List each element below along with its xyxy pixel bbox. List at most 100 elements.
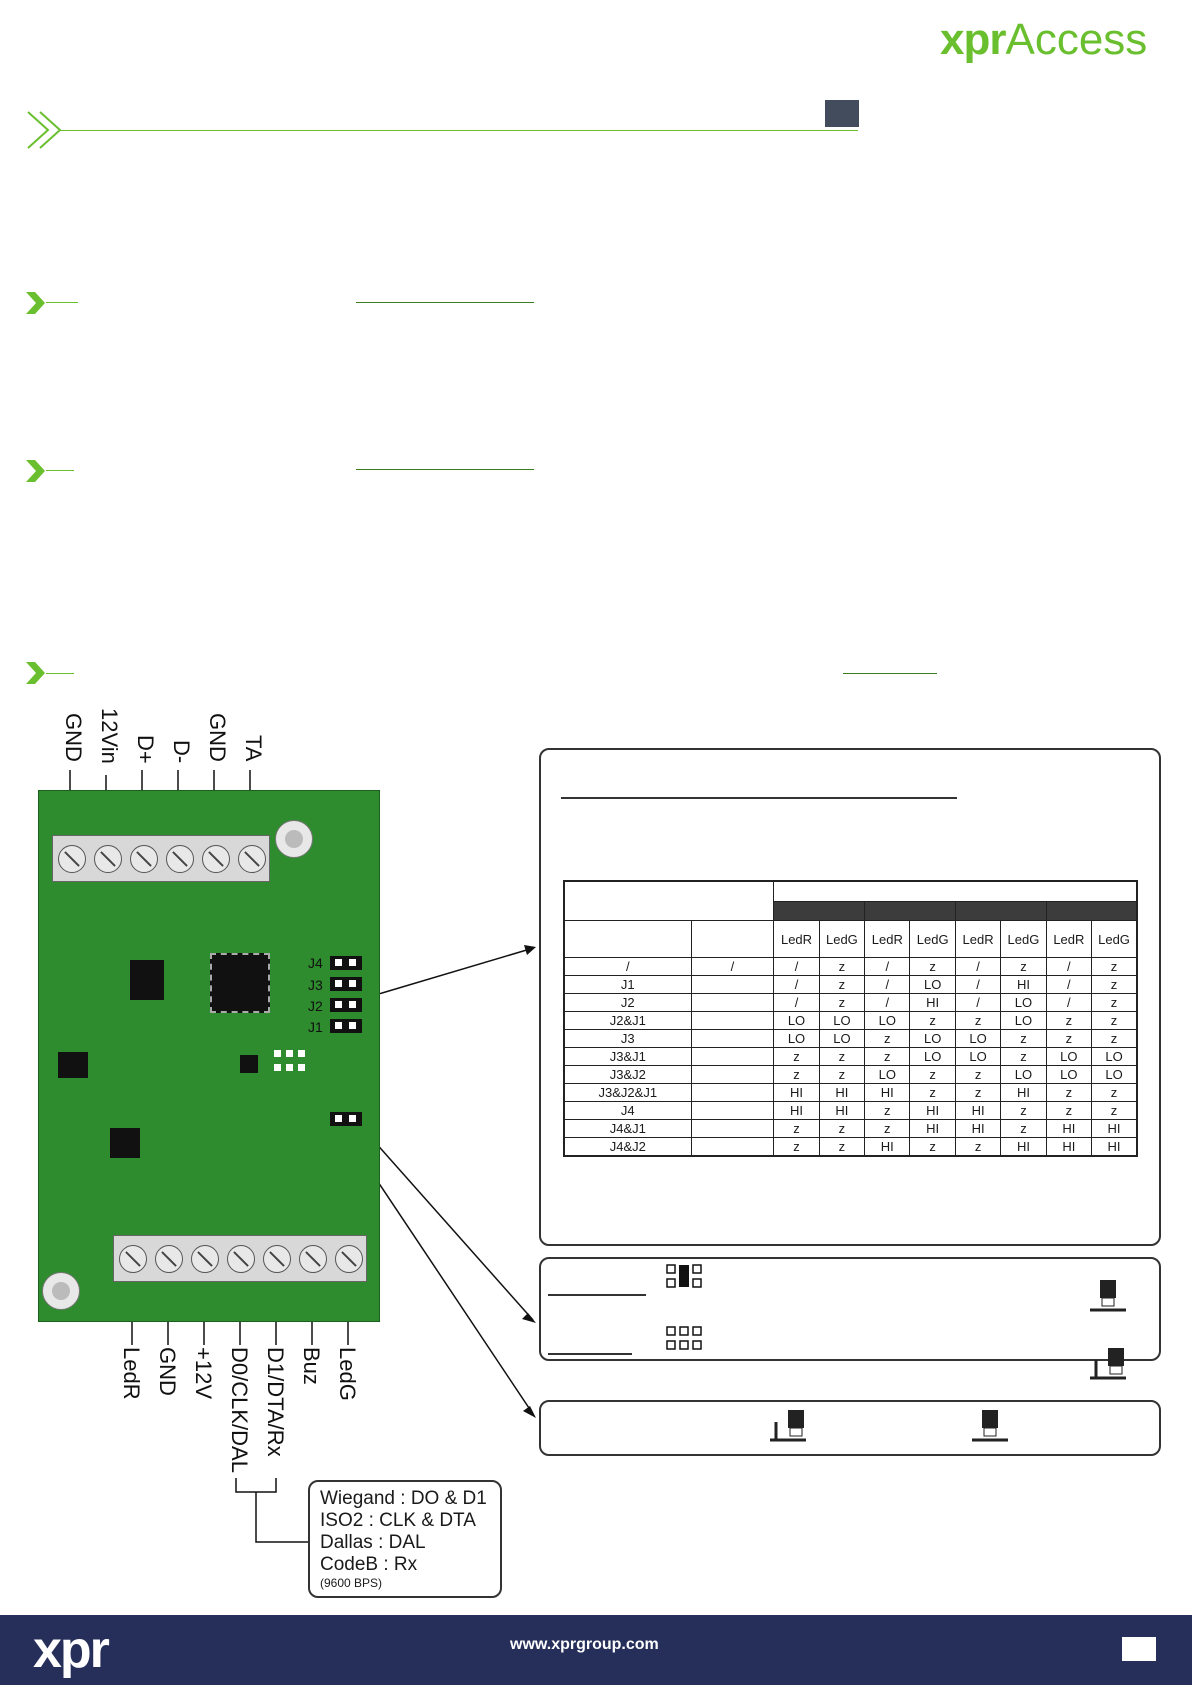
table-cell: z [1091,993,1138,1012]
table-cell: LO [909,975,956,994]
table-row: J2/z/HI/LO/z [563,993,1138,1012]
table-cell [690,1011,775,1030]
jumper-label: J4 [308,955,323,971]
screw-icon [58,845,86,873]
table-cell: LO [1000,1011,1047,1030]
screw-icon [299,1245,327,1273]
table-cell: z [909,1083,956,1102]
jumper-combination-cell: J3&J2&J1 [563,1083,692,1102]
table-cell: HI [773,1101,820,1120]
table-cell: z [818,1065,866,1084]
column-header: LedG [1000,920,1047,958]
jumper-combination-cell: J2 [563,993,692,1012]
table-cell: / [864,993,911,1012]
table-cell [690,1083,775,1102]
table-cell: z [909,1011,956,1030]
table-cell [690,975,775,994]
table-cell: LO [1045,1047,1093,1066]
table-cell: HI [818,1101,866,1120]
table-cell: LO [909,1047,956,1066]
column-header: LedR [954,920,1002,958]
table-cell: HI [1000,1083,1047,1102]
bottom-terminal-block [113,1235,367,1282]
jumper-off-icon [770,1410,806,1442]
table-cell: LO [1000,993,1047,1012]
table-cell: z [818,975,866,994]
table-row [564,900,1138,922]
protocol-line: ISO2 : CLK & DTA [320,1510,476,1531]
table-cell: LO [1045,1065,1093,1084]
table-cell: z [909,1065,956,1084]
jumper-j1 [330,1019,362,1033]
table-row: ///z/z/z/z [563,957,1138,976]
jumper-mode-panel [539,1257,1161,1361]
screw-icon [202,845,230,873]
jumper-label: J3 [308,977,323,993]
table-cell: z [1091,1011,1138,1030]
table-cell: LO [818,1011,866,1030]
mounting-hole [42,1272,80,1310]
table-cell: z [1045,1011,1093,1030]
jumper-pins [274,1050,314,1076]
table-cell: HI [864,1083,911,1102]
jumper-label: J1 [308,1019,323,1035]
table-cell: HI [954,1119,1002,1138]
column-header: LedR [864,920,911,958]
jumper-combination-cell: J2&J1 [563,1011,692,1030]
table-cell: z [954,1137,1002,1157]
screw-icon [227,1245,255,1273]
subsection-divider [46,302,78,303]
screw-icon [166,845,194,873]
subsection-divider [46,470,74,471]
arrow-right-icon [26,460,45,482]
footer-url[interactable]: www.xprgroup.com [510,1636,659,1653]
protocol-line: Dallas : DAL [320,1532,426,1553]
table-cell [690,1029,775,1048]
protocol-line: Wiegand : DO & D1 [320,1488,487,1509]
table-cell: z [818,993,866,1012]
table-cell: z [818,1047,866,1066]
screw-icon [94,845,122,873]
table-cell: z [773,1047,820,1066]
table-cell [690,1119,775,1138]
table-cell: / [1045,993,1093,1012]
column-header: LedR [1045,920,1093,958]
screw-icon [263,1245,291,1273]
jumper-j2 [330,998,362,1012]
chip [110,1128,140,1158]
terminal-label: LedR [119,1347,144,1400]
section-divider [60,130,858,131]
table-cell: HI [909,1119,956,1138]
table-cell: z [954,1065,1002,1084]
table-cell: z [773,1137,820,1157]
table-cell: LO [909,1029,956,1048]
terminal-label: +12V [191,1347,216,1399]
panel-title-underline [561,797,957,799]
table-cell: z [1091,975,1138,994]
table-cell [690,1047,775,1066]
table-cell: z [1091,1101,1138,1120]
table-cell: HI [909,1101,956,1120]
table-cell: z [1000,1101,1047,1120]
table-cell: LO [773,1011,820,1030]
table-cell: z [1045,1101,1093,1120]
table-cell: / [773,957,820,976]
table-cell: HI [773,1083,820,1102]
table-cell: LO [1091,1047,1138,1066]
table-cell: z [1000,957,1047,976]
screw-icon [130,845,158,873]
table-cell: / [954,993,1002,1012]
table-cell: HI [864,1137,911,1157]
screw-icon [335,1245,363,1273]
table-cell: z [864,1101,911,1120]
table-cell: z [1045,1083,1093,1102]
table-cell: / [773,975,820,994]
terminal-label: D1/DTA/Rx [263,1347,288,1457]
table-cell: / [773,993,820,1012]
subsection-divider [46,673,74,674]
table-cell: LO [954,1029,1002,1048]
